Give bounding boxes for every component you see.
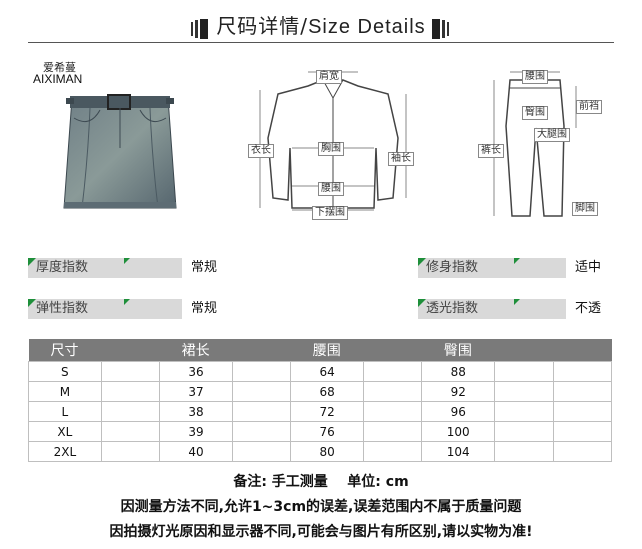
page-title: 尺码详情/Size Details <box>0 10 642 40</box>
denim-skirt-image <box>63 94 177 209</box>
note-measurement: 备注: 手工测量 单位: cm <box>233 474 409 490</box>
attr-elasticity-label: 弹性指数 <box>28 299 122 319</box>
brand-name-en: AIXIMAN <box>33 72 83 86</box>
attr-thickness-label: 厚度指数 <box>28 258 122 278</box>
size-table: 尺寸 裙长 腰围 臀围 S 36 64 88 M 37 68 92 L 38 7… <box>28 339 612 462</box>
label-waist: 腰围 <box>318 182 344 196</box>
note-color-disclaimer: 因拍摄灯光原因和显示器不同,可能会与图片有所区别,请以实物为准! <box>109 524 533 540</box>
attr-elasticity-value: 常规 <box>190 301 217 316</box>
attr-fit-value: 适中 <box>574 260 601 275</box>
col-size: 尺寸 <box>28 339 160 362</box>
label-thigh: 大腿围 <box>534 128 570 142</box>
attr-transparency-value: 不透 <box>574 301 601 316</box>
bars-decoration-left <box>191 16 210 40</box>
label-length: 衣长 <box>248 144 274 158</box>
table-header-row: 尺寸 裙长 腰围 臀围 <box>28 339 612 362</box>
table-row: M 37 68 92 <box>28 381 612 402</box>
label-sleeve: 袖长 <box>388 152 414 166</box>
table-row: XL 39 76 100 <box>28 421 612 442</box>
note-tolerance: 因测量方法不同,允许1~3cm的误差,误差范围内不属于质量问题 <box>120 499 522 515</box>
table-row: S 36 64 88 <box>28 361 612 382</box>
label-pants-waist: 腰围 <box>522 70 548 84</box>
table-row: L 38 72 96 <box>28 401 612 422</box>
table-row: 2XL 40 80 104 <box>28 441 612 462</box>
header-divider <box>28 42 614 43</box>
label-shoulder: 肩宽 <box>316 70 342 84</box>
attr-thickness-value: 常规 <box>190 260 217 275</box>
attr-transparency-label: 透光指数 <box>418 299 512 319</box>
col-hip: 臀围 <box>421 339 612 362</box>
label-pants-length: 裤长 <box>478 144 504 158</box>
bars-decoration-right <box>431 16 451 40</box>
label-front-rise: 前裆 <box>576 100 602 114</box>
label-hem: 下摆围 <box>312 206 348 220</box>
label-leg-opening: 脚围 <box>572 202 598 216</box>
title-cn: 尺码详情/ <box>216 14 309 38</box>
title-en: Size Details <box>308 16 426 38</box>
attr-fit-label: 修身指数 <box>418 258 512 278</box>
col-skirt-length: 裙长 <box>159 339 291 362</box>
brand-name-cn: 爱希蔓 <box>43 61 76 74</box>
label-hip: 臀围 <box>522 106 548 120</box>
label-chest: 胸围 <box>318 142 344 156</box>
col-waist: 腰围 <box>290 339 422 362</box>
